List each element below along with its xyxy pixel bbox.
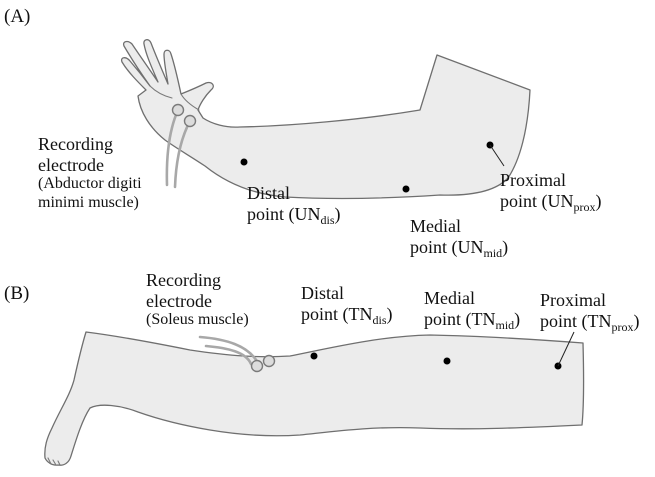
electrode-a-line1: Recording	[38, 134, 142, 155]
recording-electrode-b1	[252, 361, 263, 372]
proximal-point-b-label: Proximal point (TNprox)	[540, 290, 640, 331]
distal-b-line1: Distal	[301, 283, 393, 304]
point-tn-mid	[444, 358, 451, 365]
proximal-b-line1: Proximal	[540, 290, 640, 311]
recording-electrode-a1	[173, 105, 184, 116]
arm-outline	[122, 40, 530, 199]
proximal-a-line2: point (UNprox)	[500, 191, 602, 212]
distal-a-line1: Distal	[247, 183, 341, 204]
medial-b-line2: point (TNmid)	[424, 309, 520, 330]
distal-point-b-label: Distal point (TNdis)	[301, 283, 393, 324]
muscle-b: (Soleus muscle)	[146, 311, 249, 329]
medial-point-b-label: Medial point (TNmid)	[424, 288, 520, 329]
arm-illustration	[122, 40, 530, 199]
recording-electrode-b2	[264, 356, 275, 367]
distal-b-line2: point (TNdis)	[301, 304, 393, 325]
panel-a-label: (A)	[4, 6, 30, 28]
electrode-b-line1: Recording	[146, 270, 249, 291]
electrode-b-line2: electrode	[146, 291, 249, 312]
distal-point-a-label: Distal point (UNdis)	[247, 183, 341, 224]
medial-point-a-label: Medial point (UNmid)	[410, 216, 508, 257]
point-tn-dis	[311, 353, 318, 360]
leg-illustration	[45, 332, 584, 465]
proximal-point-a-label: Proximal point (UNprox)	[500, 170, 602, 211]
muscle-a-line1: (Abductor digiti	[38, 175, 142, 193]
point-un-mid	[403, 186, 410, 193]
point-un-dis	[241, 159, 248, 166]
recording-electrode-a-label: Recording electrode (Abductor digiti min…	[38, 134, 142, 212]
proximal-a-line1: Proximal	[500, 170, 602, 191]
medial-a-line2: point (UNmid)	[410, 237, 508, 258]
distal-a-line2: point (UNdis)	[247, 204, 341, 225]
proximal-b-line2: point (TNprox)	[540, 311, 640, 332]
leg-outline	[45, 332, 584, 465]
panel-b-label: (B)	[4, 283, 29, 305]
medial-b-line1: Medial	[424, 288, 520, 309]
recording-electrode-b-label: Recording electrode (Soleus muscle)	[146, 270, 249, 330]
electrode-a-line2: electrode	[38, 155, 142, 176]
recording-electrode-a2	[185, 116, 196, 127]
muscle-a-line2: minimi muscle)	[38, 194, 142, 212]
medial-a-line1: Medial	[410, 216, 508, 237]
